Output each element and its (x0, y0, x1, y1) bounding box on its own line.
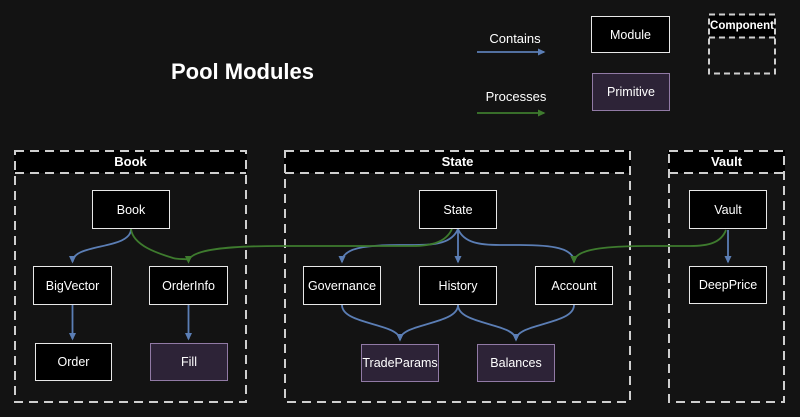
container-state-border (284, 150, 631, 403)
legend-component-label: Component (709, 15, 775, 37)
node-bigvector-label: BigVector (45, 278, 100, 293)
node-vault: Vault (689, 190, 767, 229)
node-fill-label: Fill (181, 355, 197, 369)
container-vault-border (668, 150, 785, 403)
node-deepprice: DeepPrice (689, 266, 767, 304)
container-book-border (14, 150, 247, 403)
node-governance: Governance (303, 266, 381, 305)
node-book-label: Book (116, 202, 146, 217)
legend-contains-label: Contains (489, 31, 541, 46)
node-deepprice-label: DeepPrice (698, 278, 758, 292)
node-tradeparams-label: TradeParams (362, 356, 438, 370)
edge-history-tradeparams (396, 304, 459, 342)
edge-history-balances (457, 304, 520, 342)
legend-processes-label: Processes (485, 89, 547, 104)
node-balances-label: Balances (490, 356, 542, 370)
node-account: Account (535, 266, 613, 305)
node-governance-label: Governance (307, 278, 377, 293)
edge-account-balances (512, 304, 575, 342)
node-order-label: Order (57, 355, 90, 369)
node-account-label: Account (551, 278, 597, 293)
edge-vault-account (570, 229, 727, 264)
edge-state-account (457, 228, 578, 264)
node-vault-label: Vault (714, 202, 742, 217)
legend-component-box (708, 13, 776, 75)
node-orderinfo: OrderInfo (149, 266, 228, 305)
legend-module-label: Module (610, 27, 651, 42)
node-tradeparams: TradeParams (361, 344, 439, 382)
edge-governance-tradeparams (341, 304, 404, 342)
page-title: Pool Modules (171, 59, 314, 84)
edge-book-orderinfo (130, 228, 192, 264)
legend-primitive-sample: Primitive (592, 73, 670, 111)
node-orderinfo-label: OrderInfo (162, 278, 215, 293)
node-history: History (419, 266, 497, 305)
node-order: Order (35, 343, 112, 381)
node-balances: Balances (477, 344, 555, 382)
edge-book-bigvector (69, 228, 132, 264)
node-bigvector: BigVector (33, 266, 112, 305)
node-state: State (419, 190, 497, 229)
container-vault-header: Vault (668, 150, 785, 173)
container-state-header: State (284, 150, 631, 173)
node-book: Book (92, 190, 170, 229)
node-history-label: History (438, 278, 478, 293)
container-book-header: Book (14, 150, 247, 173)
edge-state-governance (338, 228, 459, 264)
legend-module-sample: Module (591, 16, 670, 53)
legend-primitive-label: Primitive (607, 85, 655, 99)
node-fill: Fill (150, 343, 228, 381)
node-state-label: State (443, 202, 473, 217)
edge-state-orderinfo (185, 228, 453, 264)
